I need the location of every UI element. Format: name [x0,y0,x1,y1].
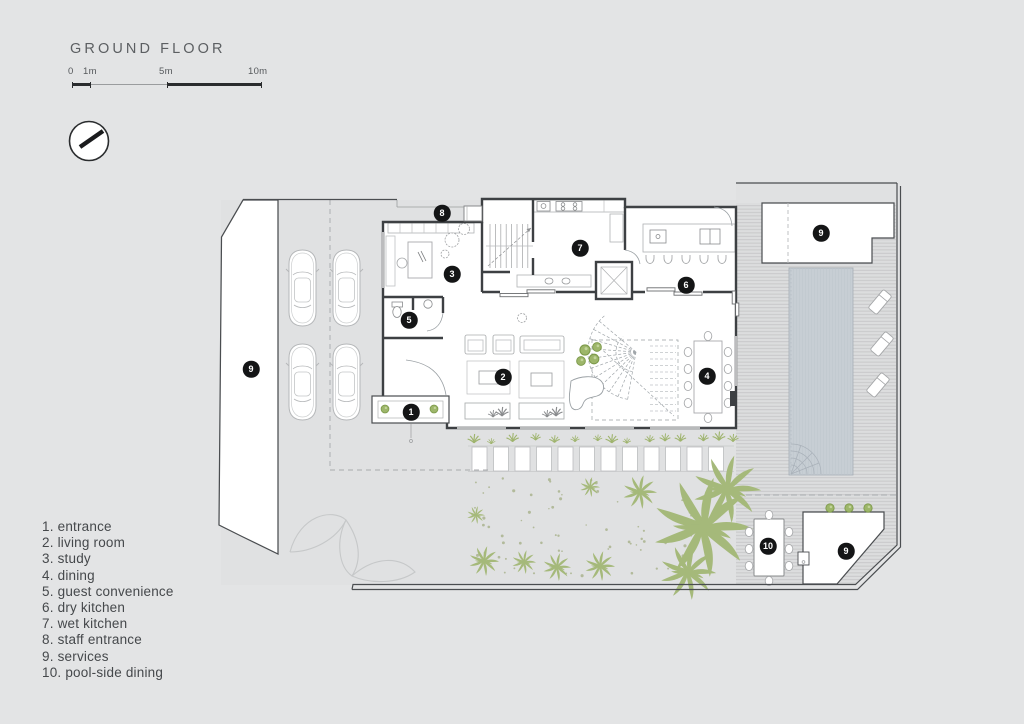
legend-item: 8. staff entrance [42,632,142,648]
scale-label-1m: 1m [83,66,97,77]
column [730,391,737,406]
garden [289,430,762,600]
legend-item: 6. dry kitchen [42,600,126,616]
scale-label-5m: 5m [159,66,173,77]
swimming-pool [737,267,896,496]
room-marker-6: 6 [677,276,695,294]
driveway [285,200,492,471]
staircase [486,224,533,268]
room-marker-9: 9 [812,224,830,242]
room-marker-2: 2 [494,368,512,386]
grand-piano [568,376,604,411]
dry-kitchen-island [642,223,736,264]
page-title: GROUND FLOOR [70,41,226,57]
pool-steps [790,443,822,475]
room-marker-4: 4 [698,367,716,385]
scale-segment [72,83,90,86]
study-furniture [385,222,475,287]
legend-item: 9. services [42,648,109,664]
leaf-sketch [289,514,416,583]
legend-item: 4. dining [42,567,95,583]
room-marker-5: 5 [400,311,418,329]
stepping-pavers [471,446,724,472]
legend-item: 3. study [42,551,91,567]
windows [381,232,738,430]
room-marker-9: 9 [242,360,260,378]
house [381,197,740,430]
property-boundary [243,182,902,591]
room-marker-8: 8 [433,204,451,222]
room-marker-7: 7 [571,239,589,257]
scale-label-10m: 10m [248,66,268,77]
legend-item: 2. living room [42,535,126,551]
legend-item: 10. pool-side dining [42,664,164,680]
elevator [594,260,634,301]
scale-segment [90,84,167,86]
staff-entrance-porch [396,200,483,222]
room-marker-10: 10 [759,537,777,555]
scale-label-0: 0 [68,66,74,77]
room-marker-9: 9 [837,542,855,560]
guest-wc-fixtures [391,299,433,318]
room-marker-1: 1 [402,403,420,421]
legend-item: 5. guest convenience [42,583,174,599]
scale-bar: 0 1m 5m 10m [68,66,280,94]
north-arrow-icon [68,120,110,162]
scale-segment [167,83,262,86]
sliding-doors [499,287,740,317]
wet-kitchen-fixtures [516,199,626,288]
legend-item: 7. wet kitchen [42,616,128,632]
plant-doodle [517,313,527,323]
legend-item: 1. entrance [42,519,112,534]
room-marker-3: 3 [443,265,461,283]
